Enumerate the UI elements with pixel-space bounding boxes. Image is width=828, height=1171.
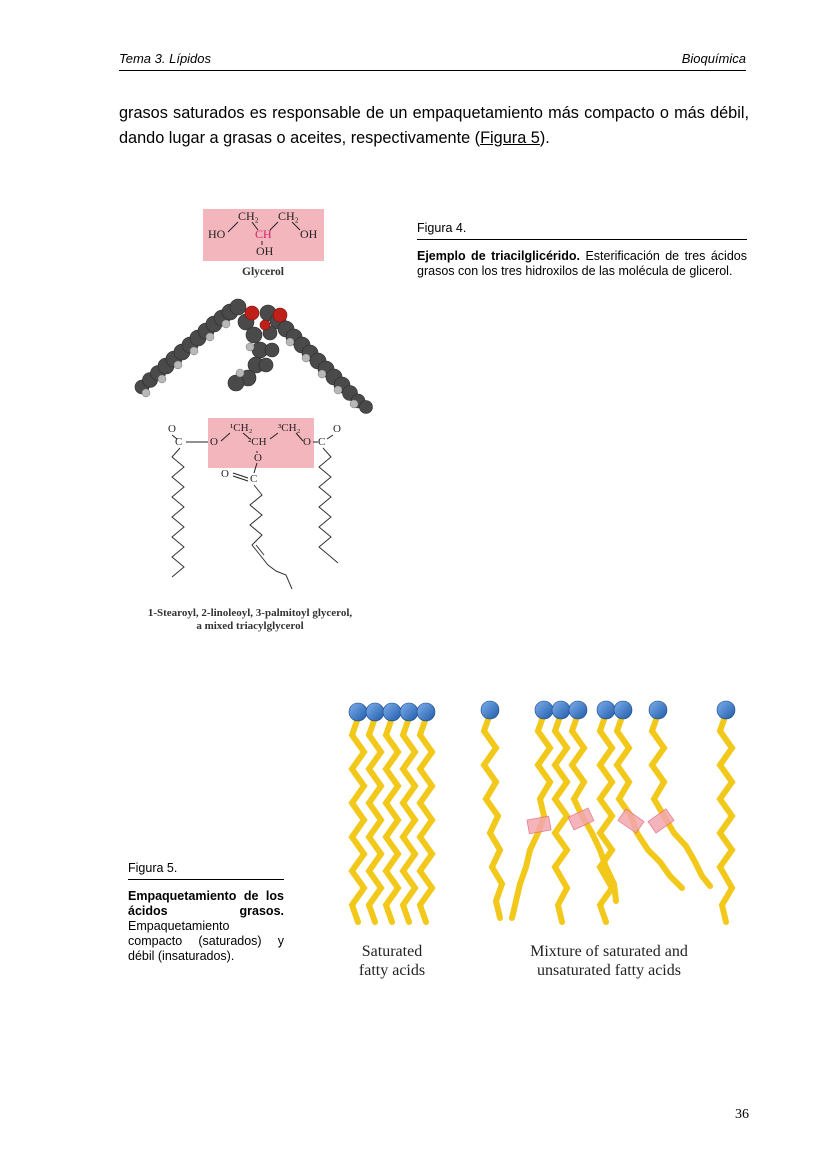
triacyl-o-right: O	[303, 436, 311, 448]
glycerol-oh-bottom: OH	[256, 244, 274, 258]
figure4-caption-rest: Esterificación de tres ácidos grasos con…	[417, 249, 747, 278]
paragraph-text: grasos saturados es responsable de un em…	[119, 104, 749, 147]
paragraph-text-end: ).	[539, 129, 550, 147]
saturated-group	[348, 702, 436, 925]
header-rule	[119, 70, 746, 71]
triacyl-ch-2: ²CH	[248, 436, 267, 448]
page-header: Tema 3. Lípidos Bioquímica	[119, 50, 746, 70]
glycerol-structure: HO CH₂ CH₂ CH OH OH	[208, 209, 318, 258]
figure5-number: Figura 5.	[128, 861, 284, 880]
svg-text:C: C	[318, 436, 325, 448]
mixture-group	[480, 700, 736, 925]
space-filling-model	[134, 298, 373, 414]
svg-text:O: O	[168, 423, 176, 435]
glycerol-ch2-right: CH₂	[278, 209, 299, 223]
svg-text:O: O	[333, 423, 341, 435]
mixture-label-2: unsaturated fatty acids	[537, 962, 681, 979]
glycerol-ho: HO	[208, 227, 226, 241]
glycerol-ch2-left: CH₂	[238, 209, 259, 223]
double-bond-marker	[526, 815, 552, 835]
triacyl-structure: ¹CH₂ ³CH₂ ²CH O O O O C O C O C	[168, 422, 341, 485]
body-paragraph: grasos saturados es responsable de un em…	[119, 101, 749, 151]
triacyl-o-left: O	[210, 436, 218, 448]
figure4-illustration: HO CH₂ CH₂ CH OH OH Glycerol	[134, 209, 373, 632]
double-bond-marker	[617, 808, 645, 834]
triacyl-highlight	[208, 418, 314, 468]
double-bond-marker	[567, 807, 595, 831]
figure4-caption: Figura 4. Ejemplo de triacilglicérido. E…	[417, 221, 747, 279]
figure5-caption-bold: Empaquetamiento de los ácidos grasos.	[128, 889, 284, 918]
figure4-number: Figura 4.	[417, 221, 747, 240]
figure5-illustration: Saturated fatty acids Mixture of saturat…	[348, 700, 736, 979]
page-number: 36	[735, 1107, 749, 1122]
figure5-caption: Figura 5. Empaquetamiento de los ácidos …	[128, 861, 284, 964]
figure5-caption-text: Empaquetamiento de los ácidos grasos. Em…	[128, 889, 284, 964]
header-chapter: Tema 3. Lípidos	[119, 51, 212, 66]
figure4-caption-text: Ejemplo de triacilglicérido. Esterificac…	[417, 249, 747, 279]
figure5-caption-rest: Empaquetamiento compacto (saturados) y d…	[128, 919, 284, 963]
triacyl-o-mid: O	[254, 452, 262, 464]
triacyl-ch2-3: ³CH₂	[278, 422, 301, 434]
fatty-acid-chains	[171, 447, 339, 590]
glycerol-oh-right: OH	[300, 227, 318, 241]
double-bond-marker	[647, 808, 675, 834]
header-subject: Bioquímica	[681, 51, 746, 66]
saturated-label-2: fatty acids	[359, 962, 425, 979]
figure4-caption-bold: Ejemplo de triacilglicérido.	[417, 249, 581, 263]
svg-text:C: C	[175, 436, 182, 448]
saturated-label-1: Saturated	[362, 943, 422, 960]
glycerol-label: Glycerol	[242, 266, 284, 278]
svg-text:O: O	[221, 468, 229, 480]
triacyl-ch2-1: ¹CH₂	[230, 422, 253, 434]
glycerol-ch: CH	[255, 227, 272, 241]
mixture-label-1: Mixture of saturated and	[530, 943, 688, 960]
triacyl-label-2: a mixed triacylglycerol	[196, 620, 303, 632]
glycerol-highlight	[203, 209, 324, 261]
svg-text:C: C	[250, 473, 257, 485]
triacyl-label-1: 1-Stearoyl, 2-linoleoyl, 3-palmitoyl gly…	[148, 607, 353, 619]
figure5-link[interactable]: Figura 5	[480, 129, 540, 147]
